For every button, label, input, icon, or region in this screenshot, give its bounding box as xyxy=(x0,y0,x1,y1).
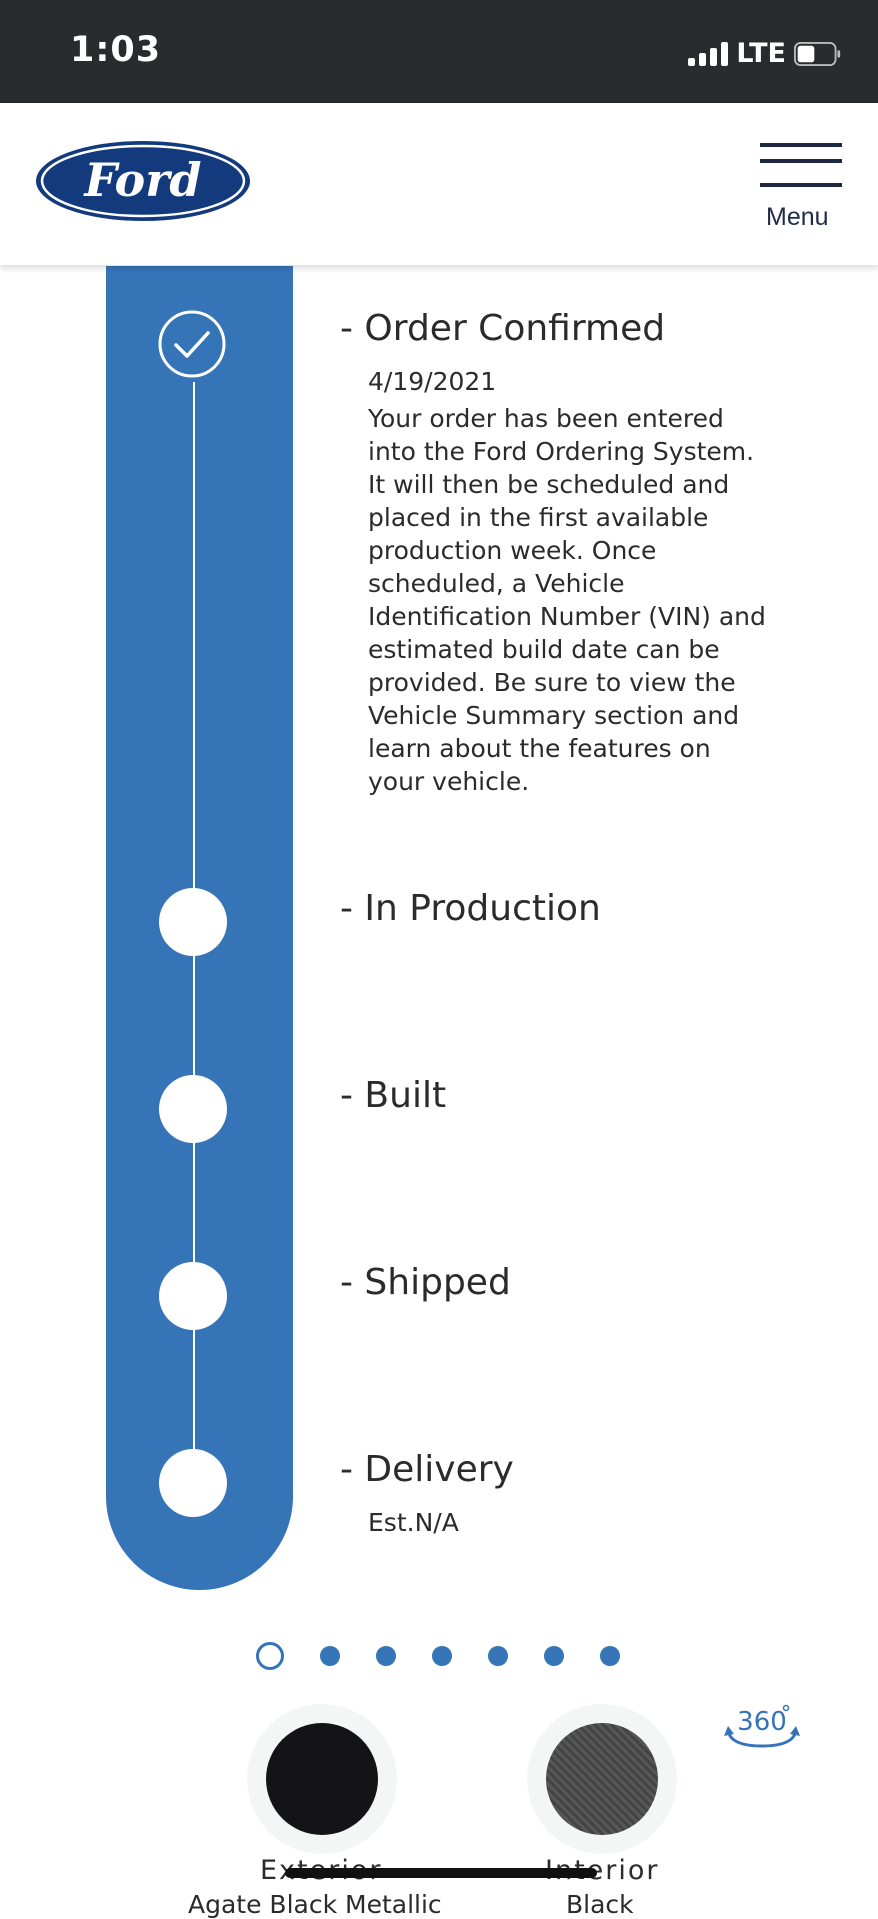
status-bar: 1:03 LTE xyxy=(0,0,878,103)
battery-icon xyxy=(794,41,841,66)
menu-label: Menu xyxy=(766,203,829,231)
home-indicator[interactable] xyxy=(285,1868,597,1878)
view-360-icon[interactable]: 360 xyxy=(722,1700,802,1752)
step-description-order-confirmed: Your order has been entered into the For… xyxy=(368,404,766,796)
carousel-dot-1[interactable] xyxy=(256,1642,284,1670)
carousel-dot-2[interactable] xyxy=(320,1646,340,1666)
exterior-swatch[interactable] xyxy=(247,1704,397,1854)
step-date-order-confirmed: 4/19/2021 xyxy=(368,367,497,396)
interior-swatch[interactable] xyxy=(527,1704,677,1854)
interior-color-chip xyxy=(546,1723,658,1835)
signal-icon xyxy=(688,41,729,66)
step-node-delivery xyxy=(159,1449,227,1517)
step-date-delivery: Est.N/A xyxy=(368,1508,459,1537)
carousel-dot-6[interactable] xyxy=(544,1646,564,1666)
step-title-in-production: - In Production xyxy=(340,888,601,929)
carousel-dot-4[interactable] xyxy=(432,1646,452,1666)
svg-text:Ford: Ford xyxy=(82,153,201,207)
status-time: 1:03 xyxy=(70,30,162,70)
hamburger-icon xyxy=(760,143,842,147)
exterior-color-name: Agate Black Metallic xyxy=(188,1890,442,1919)
network-label: LTE xyxy=(736,38,786,69)
step-node-shipped xyxy=(159,1262,227,1330)
site-header: Ford Menu xyxy=(0,103,878,265)
step-title-shipped: - Shipped xyxy=(340,1262,511,1303)
step-node-in-production xyxy=(159,888,227,956)
carousel-pagination xyxy=(256,1642,656,1670)
status-indicators: LTE xyxy=(688,38,842,69)
carousel-dot-7[interactable] xyxy=(600,1646,620,1666)
step-title-order-confirmed: - Order Confirmed xyxy=(340,308,666,349)
hamburger-icon-bar xyxy=(760,183,842,187)
carousel-dot-3[interactable] xyxy=(376,1646,396,1666)
menu-button[interactable]: Menu xyxy=(760,139,844,239)
step-title-built: - Built xyxy=(340,1075,447,1116)
ford-logo[interactable]: Ford xyxy=(34,139,252,223)
check-icon xyxy=(158,310,226,378)
carousel-dot-5[interactable] xyxy=(488,1646,508,1666)
step-title-delivery: - Delivery xyxy=(340,1449,514,1490)
hamburger-icon-bar xyxy=(760,159,842,163)
exterior-color-chip xyxy=(266,1723,378,1835)
svg-text:360: 360 xyxy=(737,1707,787,1737)
interior-color-name: Black xyxy=(566,1890,634,1919)
step-node-built xyxy=(159,1075,227,1143)
